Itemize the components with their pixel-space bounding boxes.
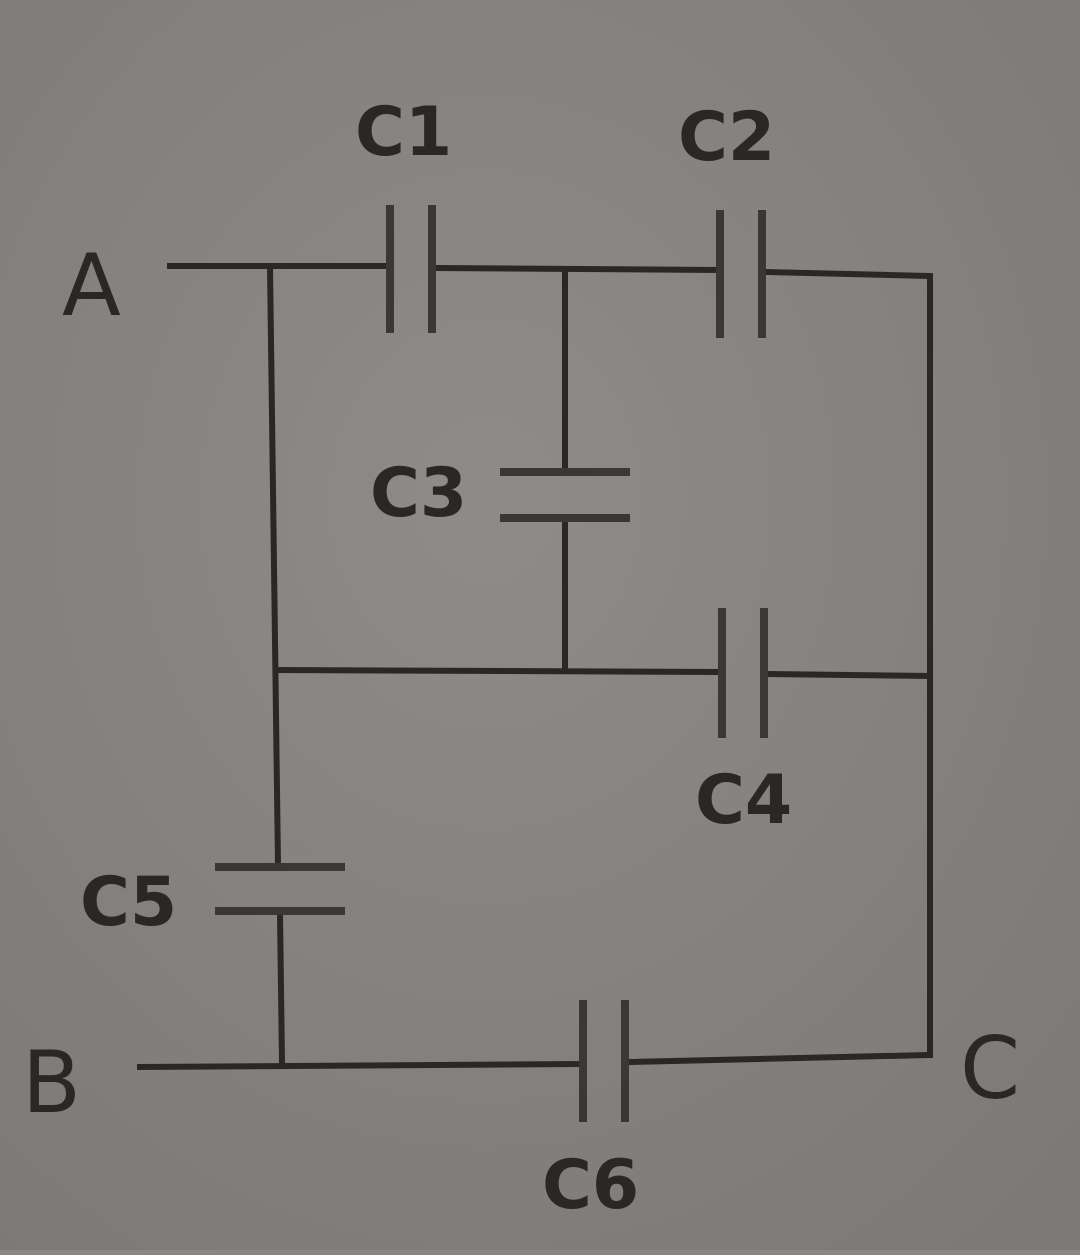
capacitor-c4-label: C4 — [695, 761, 792, 840]
capacitor-c3-label: C3 — [370, 454, 467, 533]
wire-left-vertical — [266, 262, 282, 869]
wire-c2-right — [761, 268, 933, 1058]
capacitor-c5-symbol — [215, 863, 345, 915]
wire-c1-c2 — [433, 264, 719, 274]
wires — [136, 262, 934, 1071]
terminal-c-label: C — [960, 1019, 1020, 1119]
terminal-a-label: A — [62, 236, 121, 336]
wire-b-lead — [136, 1060, 582, 1071]
capacitor-c1-symbol — [386, 205, 436, 333]
capacitor-c6-symbol — [579, 1000, 629, 1122]
capacitor-c2-label: C2 — [678, 98, 775, 177]
wire-c5-to-b — [276, 909, 286, 1067]
capacitor-c1-label: C1 — [355, 93, 452, 172]
capacitor-c6-label: C6 — [542, 1146, 639, 1225]
wire-middle-left — [274, 666, 722, 676]
terminal-b-label: B — [22, 1033, 81, 1133]
capacitor-c2-symbol — [716, 210, 766, 338]
wire-middle-right — [764, 670, 934, 680]
capacitor-c4-symbol — [718, 608, 768, 738]
wire-c6-right — [624, 1051, 934, 1066]
capacitor-c3-symbol — [500, 468, 630, 522]
capacitor-c5-label: C5 — [80, 863, 177, 942]
